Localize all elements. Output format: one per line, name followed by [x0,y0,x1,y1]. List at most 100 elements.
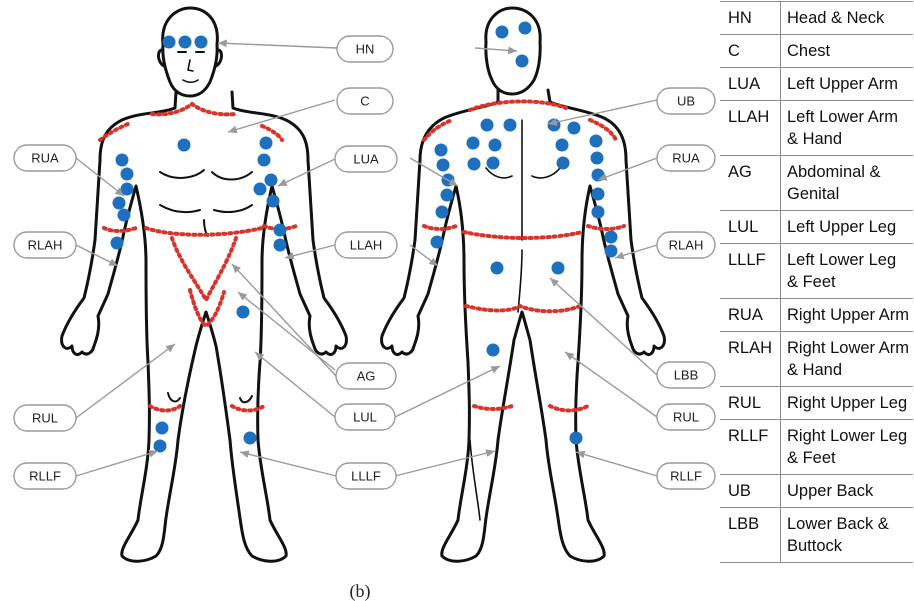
svg-text:RUL: RUL [32,411,58,426]
body-region-diagram: HN C RUA LUA RLAH LLAH AG RUL LUL RLLF L… [0,0,720,601]
callout-back-rlah: RLAH [657,232,715,258]
marker [481,119,494,132]
callout-front-lul: LUL [335,404,395,430]
legend-region-name: Chest [781,35,914,68]
callout-front-hn: HN [337,36,393,62]
svg-text:LUL: LUL [353,410,377,425]
marker [487,344,500,357]
figure-caption: (b) [350,581,371,601]
marker [113,197,126,210]
legend-region-name: Right Upper Leg [781,387,914,420]
marker [556,139,569,152]
marker [118,209,131,222]
svg-text:LUA: LUA [353,152,379,167]
marker [468,158,481,171]
marker [605,231,618,244]
marker [552,262,565,275]
marker [491,262,504,275]
svg-text:LBB: LBB [674,368,699,383]
marker [267,195,280,208]
svg-text:HN: HN [356,42,375,57]
marker [605,245,618,258]
svg-text:RUL: RUL [673,410,699,425]
callout-front-rul: RUL [14,405,76,431]
legend-abbreviation: LLAH [720,101,781,156]
legend-abbreviation: RLLF [720,420,781,475]
legend-region-name: Left Upper Arm [781,68,914,101]
legend-abbreviation: RLAH [720,332,781,387]
legend-region-name: Head & Neck [781,2,914,35]
callout-back-rllf: RLLF [657,463,715,489]
svg-text:RLAH: RLAH [28,238,63,253]
callout-front-rua: RUA [14,145,76,171]
marker [591,152,604,165]
legend-abbreviation: C [720,35,781,68]
front-region-boundaries [100,104,296,411]
callout-front-llah: LLAH [335,232,397,258]
svg-text:RLLF: RLLF [670,469,702,484]
legend-region-name: Left Upper Leg [781,211,914,244]
marker [436,206,449,219]
marker [116,154,129,167]
svg-text:RUA: RUA [31,151,59,166]
legend-abbreviation: LUA [720,68,781,101]
callout-back-rul: RUL [657,404,715,430]
legend-region-name: Left Lower Arm & Hand [781,101,914,156]
marker [437,159,450,172]
marker [265,174,278,187]
marker [121,183,134,196]
svg-text:RLAH: RLAH [669,238,704,253]
callout-front-lllf: LLLF [336,463,396,489]
marker [568,122,581,135]
marker [258,154,271,167]
marker [244,432,257,445]
legend-row: RUARight Upper Arm [720,299,913,332]
marker [237,306,250,319]
marker [178,139,191,152]
marker [496,26,509,39]
marker [570,432,583,445]
marker [590,135,603,148]
svg-text:C: C [360,94,369,109]
marker [254,183,267,196]
marker [156,422,169,435]
marker [431,236,444,249]
svg-text:LLAH: LLAH [350,238,383,253]
legend-abbreviation: RUL [720,387,781,420]
legend-abbreviation: LUL [720,211,781,244]
svg-text:AG: AG [357,369,376,384]
marker [592,188,605,201]
legend-abbreviation: HN [720,2,781,35]
marker [179,36,192,49]
marker [121,168,134,181]
callout-back-lbb: LBB [657,362,715,388]
legend-abbreviation: UB [720,475,781,508]
legend-region-name: Abdominal & Genital [781,156,914,211]
callout-back-rua: RUA [657,145,715,171]
marker [557,157,570,170]
legend-region-name: Upper Back [781,475,914,508]
marker [504,119,517,132]
callout-front-lua: LUA [335,146,397,172]
marker [592,206,605,219]
legend-region-name: Lower Back & Buttock [781,508,914,563]
legend-abbreviation: LBB [720,508,781,563]
callout-front-c: C [337,88,393,114]
legend-abbreviation: LLLF [720,244,781,299]
svg-text:LLLF: LLLF [351,469,381,484]
legend-region-name: Right Lower Leg & Feet [781,420,914,475]
legend-region-name: Right Lower Arm & Hand [781,332,914,387]
marker [435,144,448,157]
legend-region-name: Left Lower Leg & Feet [781,244,914,299]
legend-row: HNHead & Neck [720,2,913,35]
callout-front-rlah: RLAH [14,232,76,258]
marker [548,119,561,132]
